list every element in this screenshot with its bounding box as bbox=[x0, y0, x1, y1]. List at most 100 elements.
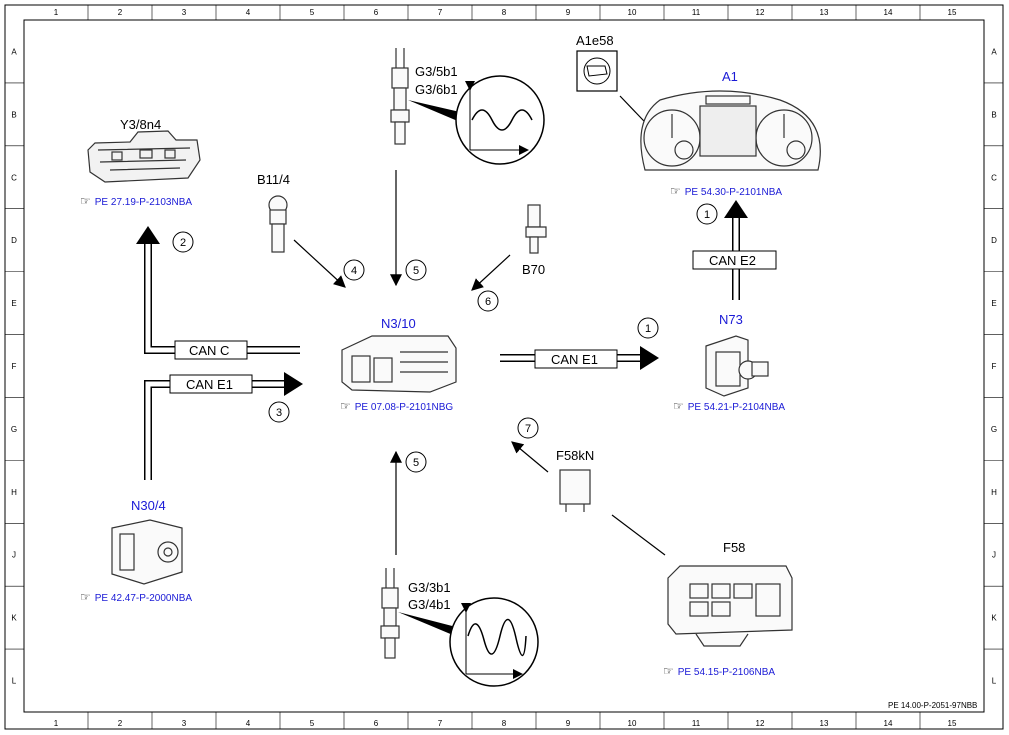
grid-column-label: 6 bbox=[374, 719, 379, 728]
step-marker-number: 5 bbox=[413, 457, 419, 469]
n30-4-ref[interactable]: ☞PE 42.47-P-2000NBA bbox=[80, 590, 193, 604]
y3-8n4-label: Y3/8n4 bbox=[120, 117, 162, 132]
probe-pointer-lower bbox=[398, 612, 460, 638]
can-c-line bbox=[144, 240, 300, 354]
f58-leader bbox=[611, 514, 666, 556]
grid-row-label: C bbox=[991, 173, 997, 182]
a1-ref[interactable]: ☞PE 54.30-P-2101NBA bbox=[670, 184, 783, 198]
grid-column-label: 9 bbox=[566, 8, 571, 17]
a1-cluster-part bbox=[640, 90, 821, 171]
can-e1-right-label: CAN E1 bbox=[551, 352, 598, 367]
y3-8n4-ref[interactable]: ☞PE 27.19-P-2103NBA bbox=[80, 194, 193, 208]
step-marker-circle bbox=[696, 203, 718, 225]
grid-column-label: 13 bbox=[820, 719, 829, 728]
grid-row-label: F bbox=[992, 362, 997, 371]
grid-row-label: A bbox=[991, 47, 997, 56]
g3-3b1-label: G3/3b1 bbox=[408, 580, 451, 595]
grid-column-label: 7 bbox=[438, 719, 443, 728]
n73-ref[interactable]: ☞PE 54.21-P-2104NBA bbox=[673, 399, 786, 413]
grid-row-label: E bbox=[991, 299, 996, 308]
n3-10-label: N3/10 bbox=[381, 316, 416, 331]
grid-column-label: 11 bbox=[692, 719, 701, 728]
grid-column-label: 12 bbox=[756, 719, 765, 728]
grid-column-label: 10 bbox=[628, 719, 637, 728]
g3-5b1-part bbox=[390, 48, 410, 145]
probe-pointer-upper bbox=[408, 100, 460, 122]
can-c-arrowhead bbox=[136, 226, 160, 244]
can-c-label: CAN C bbox=[189, 343, 230, 358]
grid-row-label: J bbox=[992, 551, 996, 560]
grid-row-label: L bbox=[992, 677, 997, 686]
pointing-hand-icon: ☞ bbox=[673, 399, 684, 413]
grid-column-label: 15 bbox=[948, 719, 957, 728]
a1e58-label: A1e58 bbox=[576, 33, 614, 48]
grid-column-label: 9 bbox=[566, 719, 571, 728]
b70-label: B70 bbox=[522, 262, 546, 277]
grid-row-label: B bbox=[11, 110, 16, 119]
grid-column-label: 3 bbox=[182, 719, 187, 728]
step-marker-circle bbox=[477, 290, 499, 312]
grid-row-label: H bbox=[11, 488, 17, 497]
step-marker-number: 6 bbox=[485, 296, 491, 308]
can-e2-label: CAN E2 bbox=[709, 253, 756, 268]
f58-ref[interactable]: ☞PE 54.15-P-2106NBA bbox=[663, 664, 776, 678]
g3-4b1-label: G3/4b1 bbox=[408, 597, 451, 612]
grid-column-label: 6 bbox=[374, 8, 379, 17]
pointing-hand-icon: ☞ bbox=[670, 184, 681, 198]
grid-column-label: 2 bbox=[118, 8, 123, 17]
b11-4-part bbox=[268, 195, 288, 253]
step-marker-number: 3 bbox=[276, 407, 282, 419]
arrow-6 bbox=[471, 254, 511, 291]
g3-5b1-label: G3/5b1 bbox=[415, 64, 458, 79]
grid-row-label: D bbox=[11, 236, 17, 245]
step-marker-circle bbox=[405, 259, 427, 281]
f58-label: F58 bbox=[723, 540, 746, 555]
grid-row-label: A bbox=[11, 47, 17, 56]
grid-row-label: D bbox=[991, 236, 997, 245]
g3-6b1-label: G3/6b1 bbox=[415, 82, 458, 97]
step-marker-number: 1 bbox=[704, 209, 710, 221]
step-marker-circle bbox=[172, 231, 194, 253]
grid-column-label: 7 bbox=[438, 8, 443, 17]
grid-row-label: L bbox=[12, 677, 17, 686]
grid-row-label: K bbox=[11, 614, 17, 623]
pointing-hand-icon: ☞ bbox=[80, 194, 91, 208]
b11-4-label: B11/4 bbox=[257, 172, 291, 187]
step-marker-number: 7 bbox=[525, 423, 531, 435]
pointing-hand-icon: ☞ bbox=[340, 399, 351, 413]
grid-row-label: K bbox=[991, 614, 997, 623]
grid-column-label: 11 bbox=[692, 8, 701, 17]
step-marker-circle bbox=[405, 451, 427, 473]
y3-8n4-part bbox=[87, 130, 201, 183]
n3-10-ref[interactable]: ☞PE 07.08-P-2101NBG bbox=[340, 399, 454, 413]
n30-4-part bbox=[111, 519, 183, 585]
step-marker-circle bbox=[343, 259, 365, 281]
grid-row-label: G bbox=[11, 425, 17, 434]
grid-column-label: 15 bbox=[948, 8, 957, 17]
g3-3b1-part bbox=[380, 568, 400, 659]
f58kn-label: F58kN bbox=[556, 448, 595, 463]
f58-part bbox=[667, 565, 793, 647]
grid-row-label: F bbox=[12, 362, 17, 371]
grid-column-label: 10 bbox=[628, 8, 637, 17]
step-marker-circle bbox=[268, 401, 290, 423]
grid-column-label: 14 bbox=[884, 8, 893, 17]
a1e58-indicator bbox=[576, 50, 618, 92]
signal-graph-lower bbox=[449, 597, 539, 687]
n3-10-part bbox=[341, 335, 457, 393]
grid-column-label: 3 bbox=[182, 8, 187, 17]
step-marker-circle bbox=[517, 417, 539, 439]
drawing-number: PE 14.00-P-2051-97NBB bbox=[888, 701, 978, 710]
arrow-4 bbox=[293, 239, 346, 288]
n73-part bbox=[705, 335, 769, 397]
f58kn-part bbox=[559, 469, 591, 512]
grid-row-label: G bbox=[991, 425, 997, 434]
grid-column-label: 4 bbox=[246, 719, 251, 728]
grid-column-label: 8 bbox=[502, 8, 507, 17]
step-marker-number: 1 bbox=[645, 323, 651, 335]
grid-column-label: 12 bbox=[756, 8, 765, 17]
can-e2-arrowhead bbox=[724, 200, 748, 218]
a1-label: A1 bbox=[722, 69, 738, 84]
